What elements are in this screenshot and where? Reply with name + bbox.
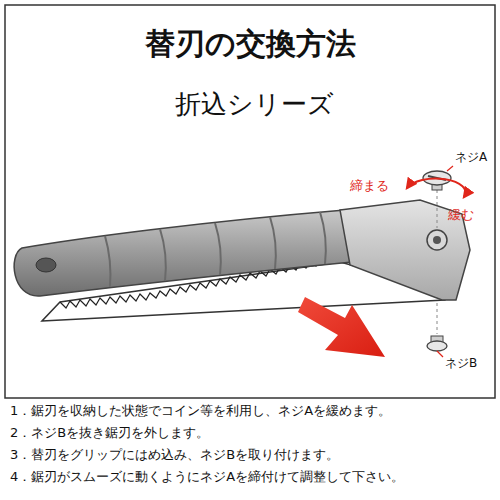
screw-b (427, 341, 447, 351)
screw-label: ネジA (455, 150, 487, 166)
grip-ridges (105, 212, 326, 287)
screw-label: ネジB (445, 356, 477, 372)
axis-line (437, 303, 438, 334)
subtitle: 折込シリーズ (4, 88, 500, 122)
direction-label: 緩む (448, 207, 474, 224)
grip (14, 210, 352, 296)
grip-hole (36, 258, 56, 272)
direction-label: 締まる (350, 178, 389, 195)
pivot-hole (433, 236, 441, 244)
instruction-step: 3．替刃をグリップにはめ込み、ネジBを取り付けます。 (10, 447, 339, 464)
pivot (427, 230, 447, 250)
instruction-step: 2．ネジBを抜き鋸刃を外します。 (10, 425, 209, 442)
frame (5, 5, 495, 398)
removal-arrow (298, 297, 385, 357)
rotation-arrow (407, 178, 466, 197)
leader-line (437, 351, 443, 357)
instruction-step: 1．鋸刃を収納した状態でコイン等を利用し、ネジAを緩めます。 (10, 403, 391, 420)
title: 替刃の交換方法 (0, 24, 500, 63)
axis-line (437, 190, 438, 228)
instruction-step: 4．鋸刃がスムーズに動くようにネジAを締付けて調整して下さい。 (10, 469, 404, 486)
leader-line (447, 166, 453, 171)
